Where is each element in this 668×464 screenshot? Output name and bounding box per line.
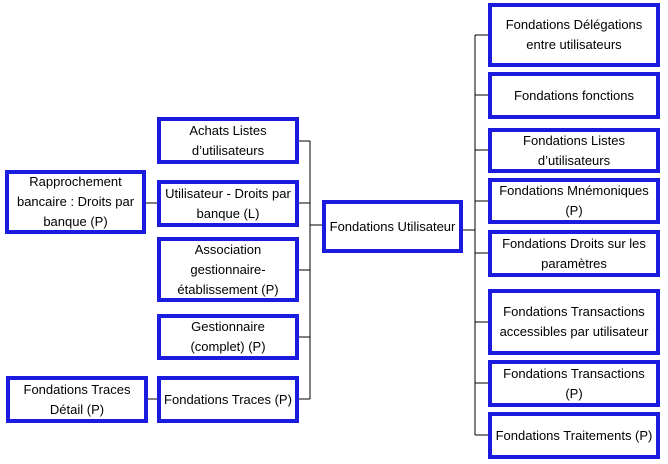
node-fondations-delegations[interactable]: Fondations Délégations entre utilisateur… (488, 3, 660, 67)
node-fondations-droits-parametres[interactable]: Fondations Droits sur les paramètres (488, 230, 660, 277)
node-fondations-transactions-accessibles[interactable]: Fondations Transactions accessibles par … (488, 289, 660, 355)
node-label: Fondations Traces Détail (P) (23, 381, 131, 417)
node-label: Fondations Transactions accessibles par … (499, 304, 649, 339)
node-fondations-utilisateur[interactable]: Fondations Utilisateur (322, 200, 463, 253)
node-label: Fondations Droits sur les paramètres (502, 235, 646, 271)
node-label: Achats Listes d’utilisateurs (189, 122, 267, 158)
node-label: Gestionnaire (complet) (P) (190, 319, 266, 354)
node-label: Fondations fonctions (514, 87, 634, 103)
node-label: Association gestionnaire-établissement (… (177, 241, 279, 297)
node-label: Fondations Listes d’utilisateurs (523, 132, 625, 168)
node-fondations-transactions[interactable]: Fondations Transactions (P) (488, 360, 660, 407)
node-fondations-listes-utilisateurs[interactable]: Fondations Listes d’utilisateurs (488, 128, 660, 173)
node-fondations-fonctions[interactable]: Fondations fonctions (488, 72, 660, 119)
node-label: Utilisateur - Droits par banque (L) (165, 185, 291, 221)
node-utilisateur-droits-banque[interactable]: Utilisateur - Droits par banque (L) (157, 180, 299, 227)
node-achats-listes-utilisateurs[interactable]: Achats Listes d’utilisateurs (157, 117, 299, 164)
node-label: Rapprochement bancaire : Droits par banq… (16, 174, 135, 229)
node-gestionnaire-complet[interactable]: Gestionnaire (complet) (P) (157, 314, 299, 360)
node-label: Fondations Utilisateur (329, 218, 456, 234)
node-label: Fondations Transactions (P) (503, 365, 645, 401)
node-label: Fondations Mnémoniques (P) (499, 183, 649, 218)
node-fondations-mnemoniques[interactable]: Fondations Mnémoniques (P) (488, 178, 660, 224)
node-association-gestionnaire-etablissement[interactable]: Association gestionnaire-établissement (… (157, 237, 299, 302)
node-label: Fondations Traces (P) (164, 391, 292, 407)
node-rapprochement-bancaire[interactable]: Rapprochement bancaire : Droits par banq… (5, 170, 146, 234)
node-fondations-traces[interactable]: Fondations Traces (P) (157, 376, 299, 423)
node-label: Fondations Traitements (P) (495, 427, 653, 443)
node-fondations-traces-detail[interactable]: Fondations Traces Détail (P) (6, 376, 148, 423)
node-label: Fondations Délégations entre utilisateur… (505, 17, 643, 52)
node-fondations-traitements[interactable]: Fondations Traitements (P) (488, 412, 660, 459)
